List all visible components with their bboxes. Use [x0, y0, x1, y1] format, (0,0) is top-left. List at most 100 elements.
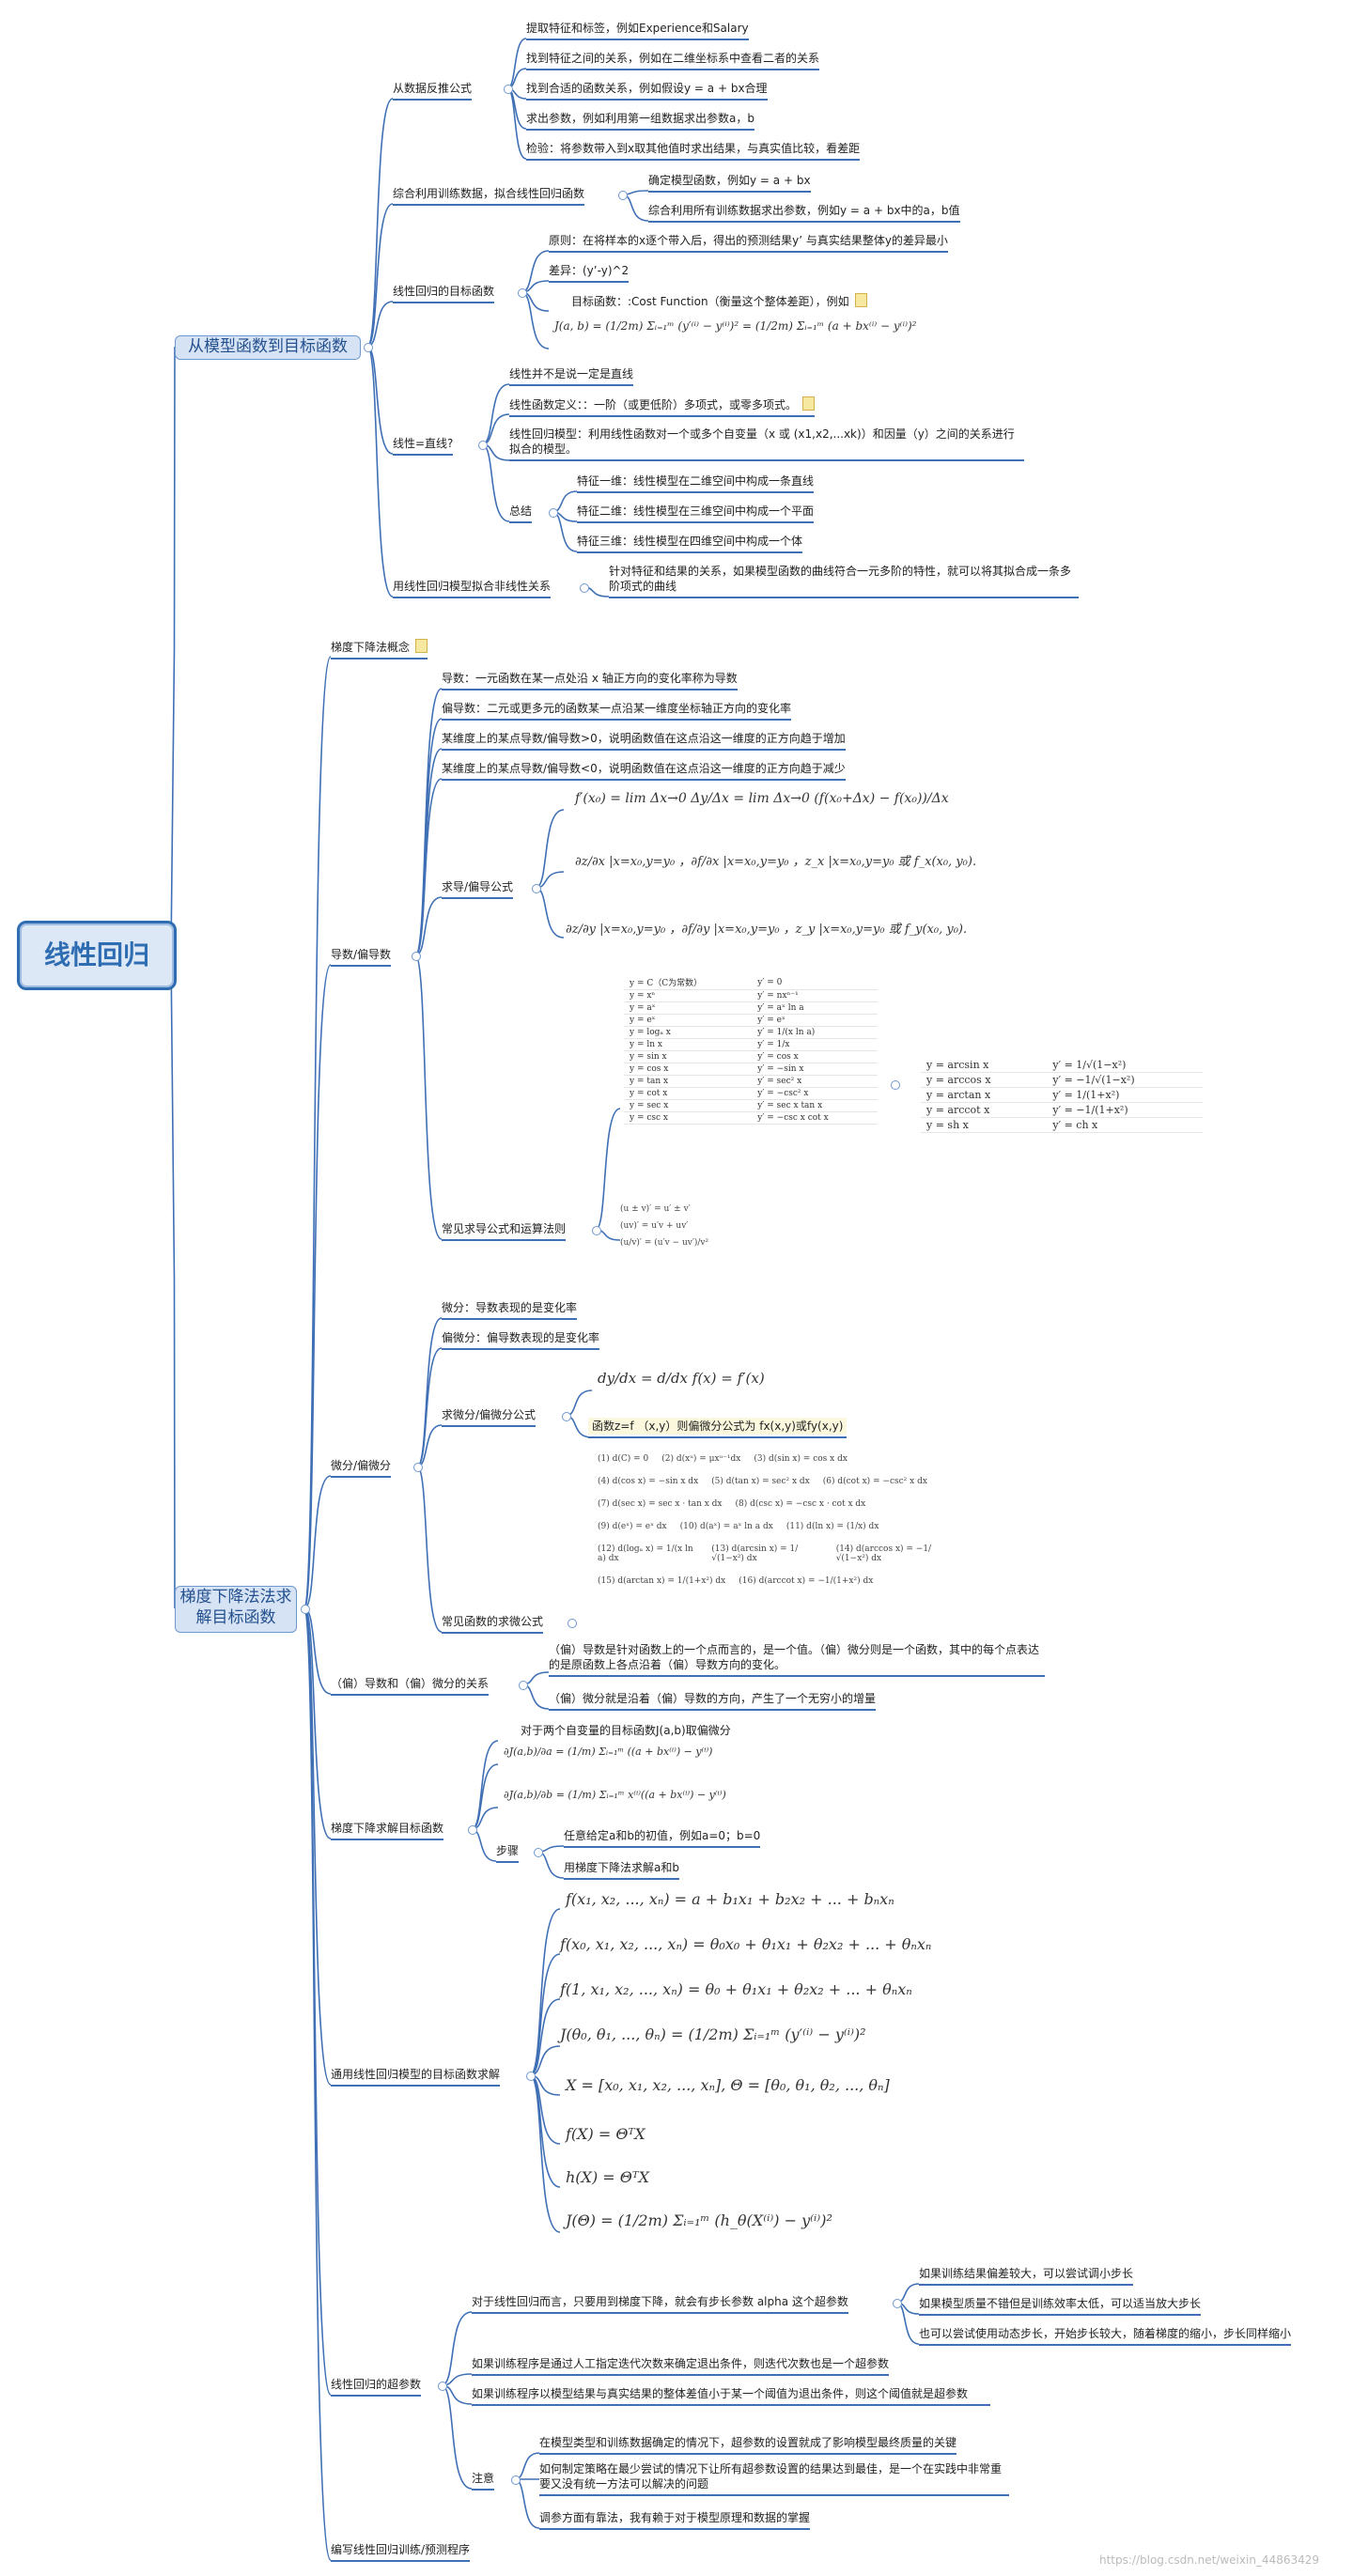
connector-line: [529, 1953, 561, 2076]
fold-toggle-icon[interactable]: [893, 2299, 902, 2308]
table-cell: y′ = −sin x: [752, 1063, 878, 1076]
connector-line: [366, 346, 394, 455]
fold-toggle-icon[interactable]: [891, 1080, 900, 1090]
connector-line: [170, 346, 177, 954]
connector-line: [471, 1763, 499, 1830]
common-deriv-label[interactable]: 常见求导公式和运算法则: [442, 1221, 567, 1241]
note-icon[interactable]: [854, 293, 867, 307]
alpha-text: 对于线性回归而言，只要用到梯度下降，就会有步长参数 alpha 这个超参数: [472, 2294, 848, 2314]
note-item: 如何制定策略在最少尝试的情况下让所有超参数设置的结果达到最佳，是一个在实践中非常…: [539, 2461, 1009, 2496]
s5-label[interactable]: 用线性回归模型拟合非线性关系: [393, 579, 552, 598]
diff-formula-label[interactable]: 求微分/偏微分公式: [442, 1407, 537, 1427]
gd-solve-label[interactable]: 梯度下降求解目标函数: [331, 1821, 444, 1840]
connector-line: [506, 38, 527, 89]
note-icon[interactable]: [415, 639, 428, 653]
connector-line: [514, 2452, 540, 2480]
fold-toggle-icon[interactable]: [412, 952, 421, 961]
branch-model-to-objective[interactable]: 从模型函数到目标函数: [175, 335, 361, 360]
fold-toggle-icon[interactable]: [580, 583, 589, 593]
connector-line: [303, 656, 332, 1609]
watermark: https://blog.csdn.net/weixin_44863429: [1099, 2553, 1320, 2567]
fold-toggle-icon[interactable]: [519, 1681, 528, 1690]
summary-item: 特征一维：线性模型在二维空间中构成一条直线: [577, 473, 815, 493]
note-label[interactable]: 注意: [472, 2471, 495, 2491]
fold-toggle-icon[interactable]: [562, 1412, 571, 1421]
fold-toggle-icon[interactable]: [468, 1825, 477, 1835]
s1-label[interactable]: 从数据反推公式: [393, 81, 473, 101]
fold-toggle-icon[interactable]: [549, 508, 558, 518]
connector-line: [414, 778, 443, 956]
note-icon[interactable]: [802, 396, 816, 411]
note-item: 在模型类型和训练数据确定的情况下，超参数的设置就成了影响模型最终质量的关键: [539, 2435, 957, 2455]
iter-text: 如果训练程序是通过人工指定迭代次数来确定退出条件，则迭代次数也是一个超参数: [472, 2356, 890, 2376]
diff-formula: (8) d(csc x) = −csc x · cot x dx: [735, 1499, 866, 1509]
gd-concept[interactable]: 梯度下降法概念: [331, 639, 428, 660]
connector-line: [529, 1908, 561, 2076]
table-cell: y = tan x: [624, 1075, 753, 1088]
fold-toggle-icon[interactable]: [478, 441, 488, 450]
summary-label[interactable]: 总结: [509, 504, 533, 523]
fold-toggle-icon[interactable]: [618, 191, 628, 200]
s2-item: 综合利用所有训练数据求出参数，例如y = a + bx中的a，b值: [648, 203, 960, 223]
s3-label[interactable]: 线性回归的目标函数: [393, 284, 495, 303]
fold-toggle-icon[interactable]: [413, 1463, 423, 1472]
diff-formula: (11) d(ln x) = (1/x) dx: [785, 1522, 879, 1531]
rule: (uv)′ = u′v + uv′: [620, 1221, 689, 1231]
diff-label[interactable]: 微分/偏微分: [331, 1458, 392, 1478]
common-diff-label[interactable]: 常见函数的求微公式: [442, 1614, 544, 1634]
connector-line: [441, 2384, 473, 2490]
connector-line: [366, 98, 394, 348]
fold-toggle-icon[interactable]: [592, 1226, 601, 1235]
fold-toggle-icon[interactable]: [518, 288, 527, 298]
connector-line: [529, 2074, 561, 2145]
diff-formula: (13) d(arcsin x) = 1/√(1−x²) dx: [711, 1544, 799, 1563]
fold-toggle-icon[interactable]: [532, 884, 541, 893]
fold-toggle-icon[interactable]: [438, 2382, 447, 2391]
partial-y-formula: ∂z/∂y |x=x₀,y=y₀ ，∂f/∂y |x=x₀,y=y₀ ，z_y …: [566, 923, 968, 937]
connector-line: [366, 346, 394, 597]
connector-line: [303, 1607, 332, 2561]
diff-formula: (12) d(logₐ x) = 1/(x ln a) dx: [598, 1544, 693, 1563]
alpha-item: 如果训练结果偏差较大，可以尝试调小步长: [919, 2266, 1134, 2286]
deriv-formula-label[interactable]: 求导/偏导公式: [442, 879, 514, 899]
step: 任意给定a和b的初值，例如a=0；b=0: [564, 1828, 761, 1848]
fold-toggle-icon[interactable]: [534, 1848, 543, 1857]
diff-row: (4) d(cos x) = −sin x dx(5) d(tan x) = s…: [598, 1477, 955, 1486]
relation-item: （偏）导数是针对函数上的一个点而言的，是一个值。（偏）微分则是一个函数，其中的每…: [549, 1642, 1045, 1677]
program-label[interactable]: 编写线性回归训练/预测程序: [331, 2542, 471, 2562]
fold-toggle-icon[interactable]: [504, 85, 513, 94]
branch-gradient-descent[interactable]: 梯度下降法法求解目标函数: [175, 1586, 297, 1633]
fold-toggle-icon[interactable]: [568, 1619, 577, 1628]
root-node[interactable]: 线性回归: [17, 921, 177, 990]
steps-label[interactable]: 步骤: [496, 1843, 520, 1863]
deriv-label[interactable]: 导数/偏导数: [331, 947, 392, 967]
fold-toggle-icon[interactable]: [364, 343, 373, 352]
table-row: y = C（C为常数）y′ = 0: [624, 975, 878, 990]
s2-label[interactable]: 综合利用训练数据，拟合线性回归函数: [393, 186, 585, 206]
fold-toggle-icon[interactable]: [526, 2072, 536, 2081]
table-cell: y = csc x: [624, 1111, 753, 1125]
deriv-item: 某维度上的某点导数/偏导数>0，说明函数值在这点沿这一维度的正方向趋于增加: [442, 731, 846, 751]
differential-table: (1) d(C) = 0(2) d(xᵘ) = μxᵘ⁻¹dx(3) d(sin…: [598, 1454, 955, 1599]
hyper-label[interactable]: 线性回归的超参数: [331, 2377, 422, 2397]
diff-formula: (5) d(tan x) = sec² x dx: [711, 1477, 810, 1486]
connector-line: [303, 1607, 332, 1839]
s4-label[interactable]: 线性=直线?: [393, 436, 454, 456]
relation-label[interactable]: （偏）导数和（偏）微分的关系: [331, 1676, 490, 1696]
fold-toggle-icon[interactable]: [301, 1605, 310, 1614]
fold-toggle-icon[interactable]: [511, 2475, 521, 2485]
partial-a-formula: ∂J(a,b)/∂a = (1/m) Σᵢ₌₁ᵐ ((a + bx⁽ⁱ⁾) − …: [504, 1746, 713, 1758]
summary-item: 特征三维：线性模型在四维空间中构成一个体: [577, 534, 803, 553]
table-cell: y′ = 1/(1+x²): [1047, 1087, 1203, 1103]
general-label[interactable]: 通用线性回归模型的目标函数求解: [331, 2067, 501, 2087]
